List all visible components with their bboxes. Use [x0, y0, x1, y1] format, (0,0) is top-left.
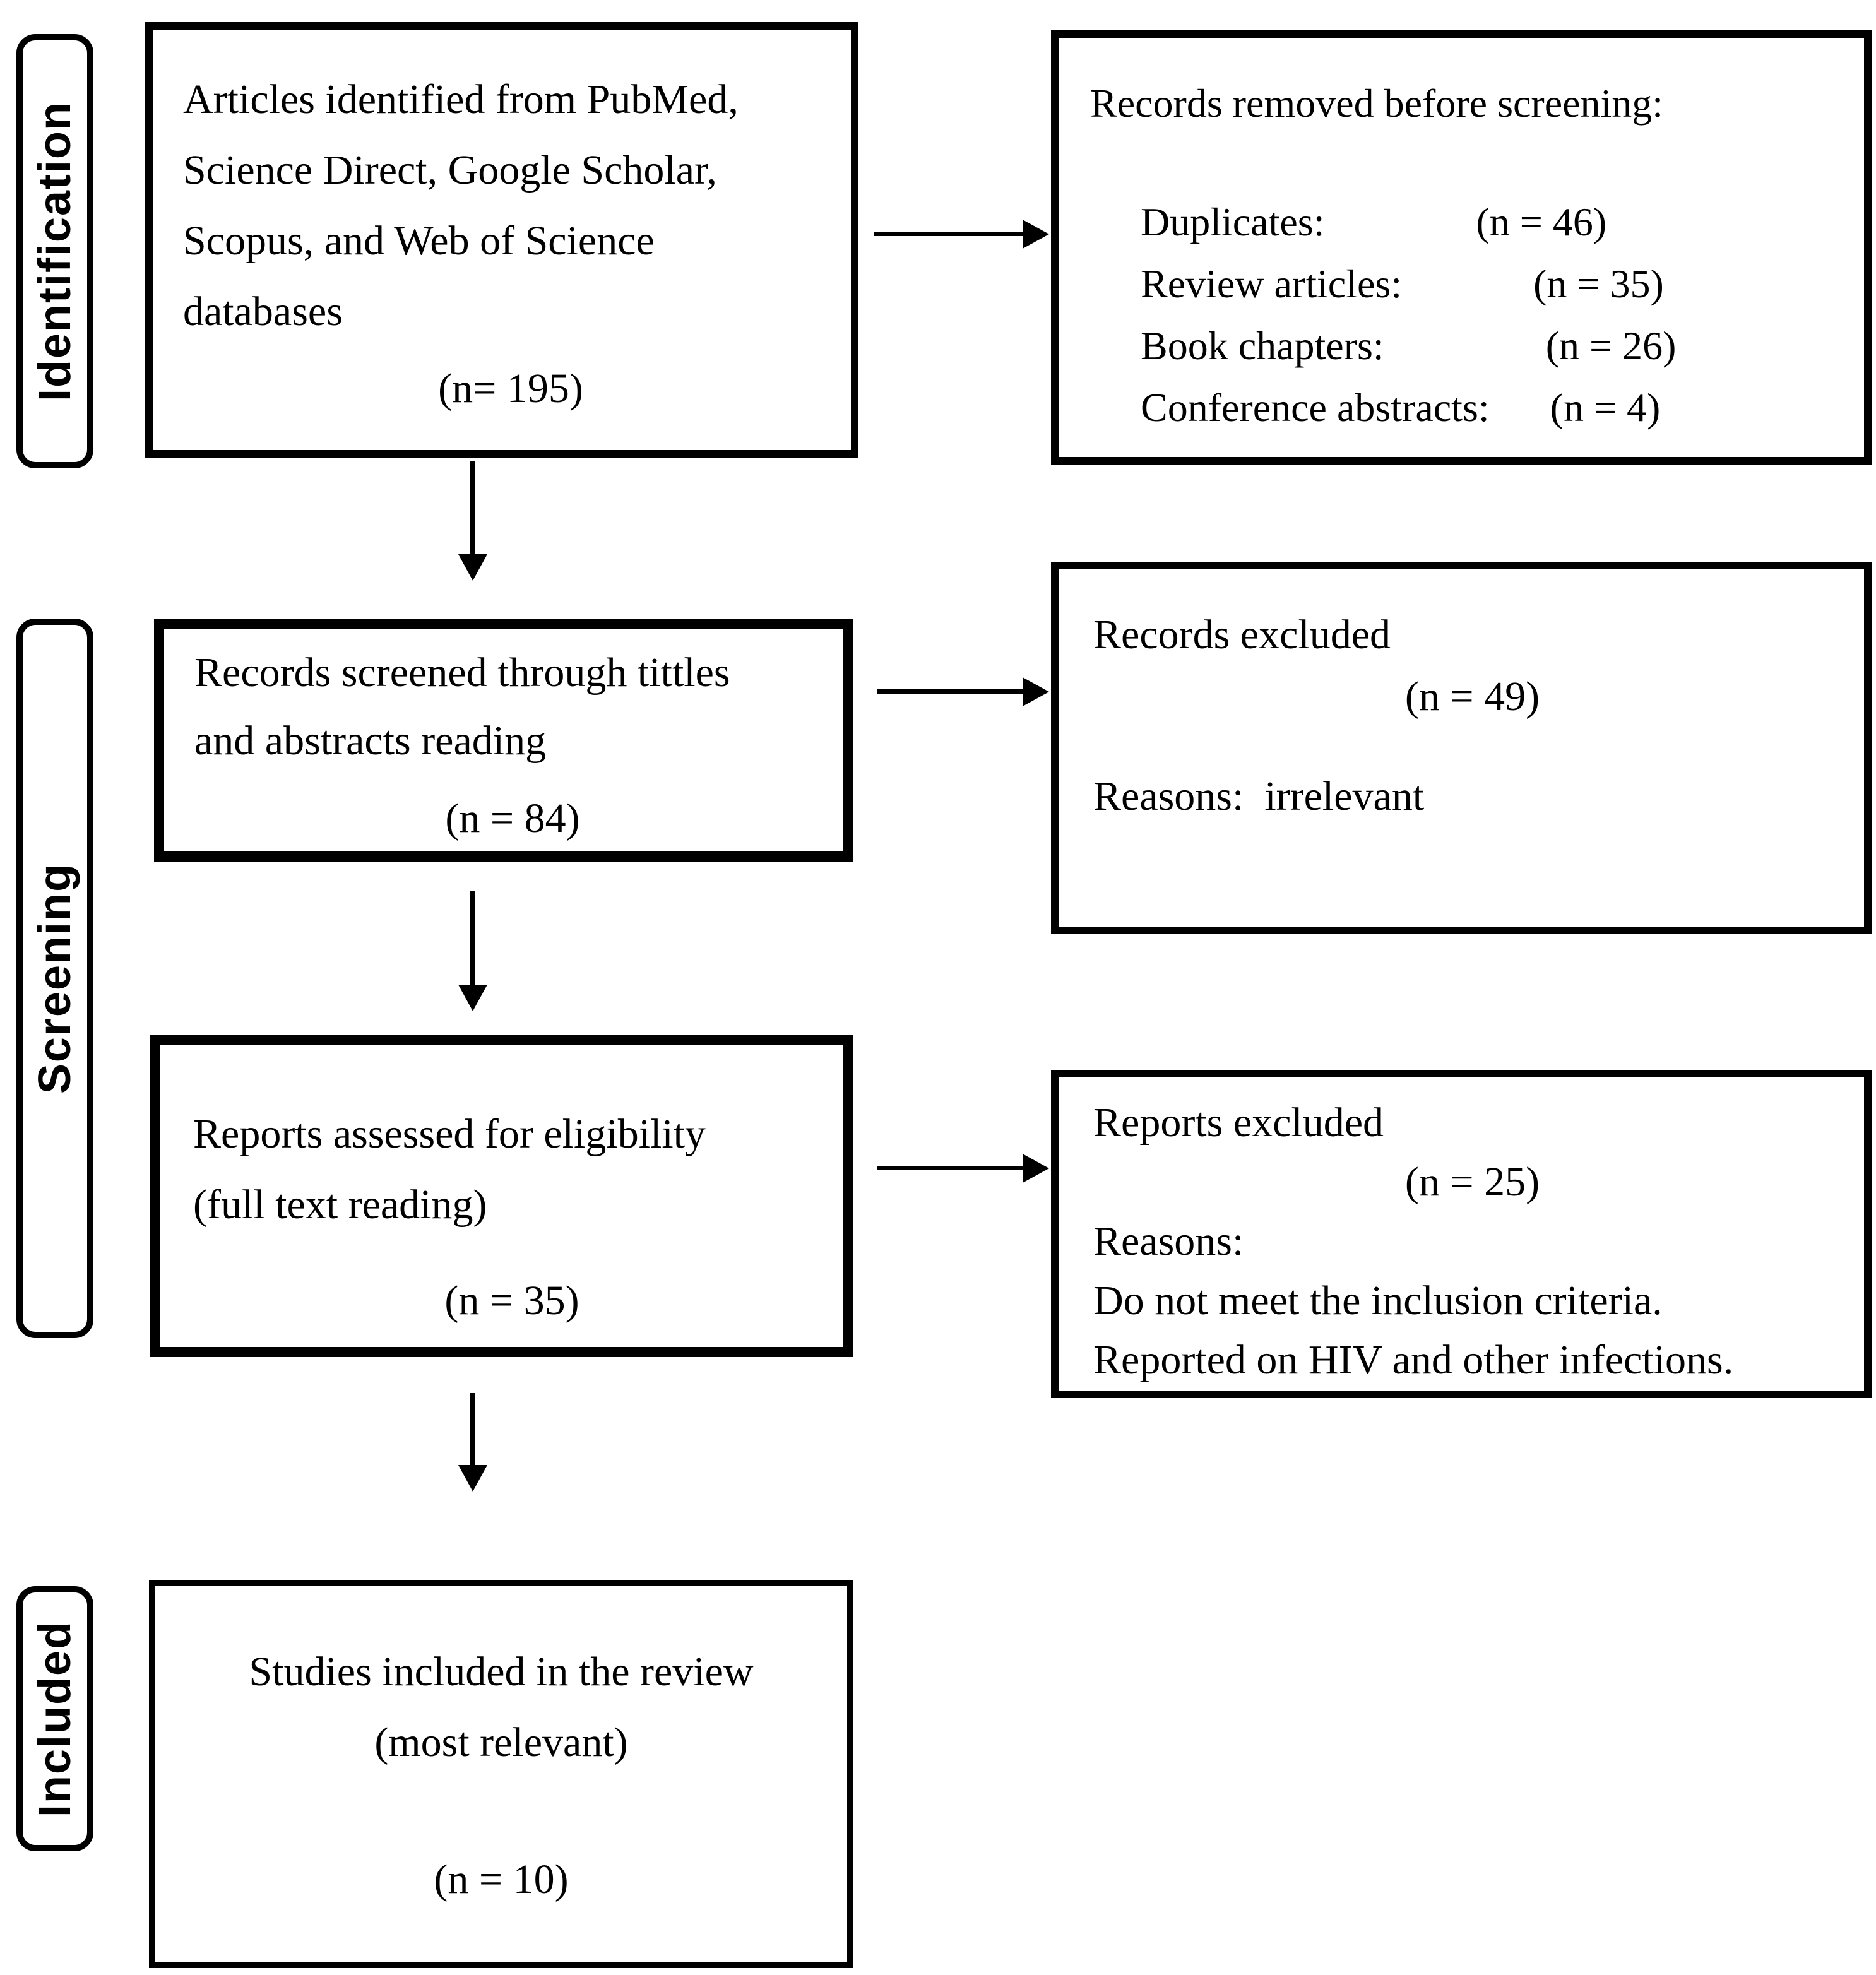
records-removed-item-review-articles: Review articles: (n = 35)	[1141, 261, 1664, 306]
stage-label-screening: Screening	[16, 619, 93, 1338]
box-records-screened: Records screened through tittles and abs…	[154, 619, 853, 862]
arrow-screened-to-assessed-line	[470, 891, 475, 987]
box-studies-included: Studies included in the review (most rel…	[149, 1580, 853, 1968]
arrow-screened-to-assessed-head	[458, 985, 487, 1011]
stage-label-included-text: Included	[30, 1620, 80, 1817]
reports-assessed-count: (n = 35)	[444, 1278, 579, 1324]
stage-label-screening-text: Screening	[30, 862, 80, 1094]
studies-included-line: (most relevant)	[374, 1719, 628, 1765]
records-removed-item-book-chapters: Book chapters: (n = 26)	[1141, 323, 1677, 368]
records-screened-line: and abstracts reading	[194, 718, 547, 764]
reports-assessed-line: Reports assessed for eligibility	[193, 1111, 706, 1157]
articles-identified-line: Scopus, and Web of Science	[183, 218, 655, 264]
studies-included-line: Studies included in the review	[249, 1649, 754, 1695]
records-excluded-title: Records excluded	[1093, 612, 1391, 658]
reports-excluded-reason: Do not meet the inclusion criteria.	[1093, 1278, 1663, 1324]
reports-excluded-count: (n = 25)	[1404, 1159, 1540, 1205]
arrow-identified-to-screened-head	[458, 554, 487, 581]
arrow-screened-to-excluded-head	[1023, 677, 1049, 706]
box-reports-excluded: Reports excluded (n = 25) Reasons: Do no…	[1051, 1070, 1872, 1398]
records-screened-line: Records screened through tittles	[194, 649, 730, 696]
records-excluded-reasons: Reasons: irrelevant	[1093, 773, 1425, 819]
articles-identified-line: Science Direct, Google Scholar,	[183, 147, 717, 193]
reports-excluded-title: Reports excluded	[1093, 1100, 1384, 1146]
records-removed-item-conference-abstracts: Conference abstracts: (n = 4)	[1141, 385, 1661, 430]
arrow-screened-to-excluded-line	[877, 689, 1024, 694]
arrow-assessed-to-excluded-line	[877, 1166, 1024, 1170]
articles-identified-line: databases	[183, 288, 343, 335]
arrow-assessed-to-included-line	[470, 1393, 475, 1468]
stage-label-identification-text: Identification	[30, 101, 80, 401]
arrow-identified-to-removed-head	[1023, 220, 1049, 249]
box-reports-assessed: Reports assessed for eligibility (full t…	[150, 1035, 853, 1357]
stage-label-included: Included	[16, 1586, 93, 1851]
arrow-identified-to-screened-line	[470, 461, 475, 557]
records-removed-item-duplicates: Duplicates: (n = 46)	[1141, 199, 1607, 244]
reports-excluded-reasons-title: Reasons:	[1093, 1218, 1244, 1264]
arrow-assessed-to-excluded-head	[1023, 1154, 1049, 1183]
box-records-removed: Records removed before screening: Duplic…	[1051, 30, 1872, 465]
arrow-assessed-to-included-head	[458, 1465, 487, 1492]
studies-included-count: (n = 10)	[434, 1856, 569, 1902]
records-screened-count: (n = 84)	[445, 795, 580, 841]
box-articles-identified: Articles identified from PubMed, Science…	[145, 22, 858, 458]
box-records-excluded: Records excluded (n = 49) Reasons: irrel…	[1051, 562, 1872, 934]
reports-assessed-line: (full text reading)	[193, 1182, 487, 1228]
records-removed-title: Records removed before screening:	[1090, 81, 1664, 126]
stage-label-identification: Identification	[16, 34, 93, 468]
records-excluded-count: (n = 49)	[1404, 673, 1540, 720]
arrow-identified-to-removed-line	[874, 232, 1024, 236]
articles-identified-count: (n= 195)	[438, 365, 583, 412]
reports-excluded-reason: Reported on HIV and other infections.	[1093, 1337, 1734, 1383]
articles-identified-line: Articles identified from PubMed,	[183, 76, 739, 122]
